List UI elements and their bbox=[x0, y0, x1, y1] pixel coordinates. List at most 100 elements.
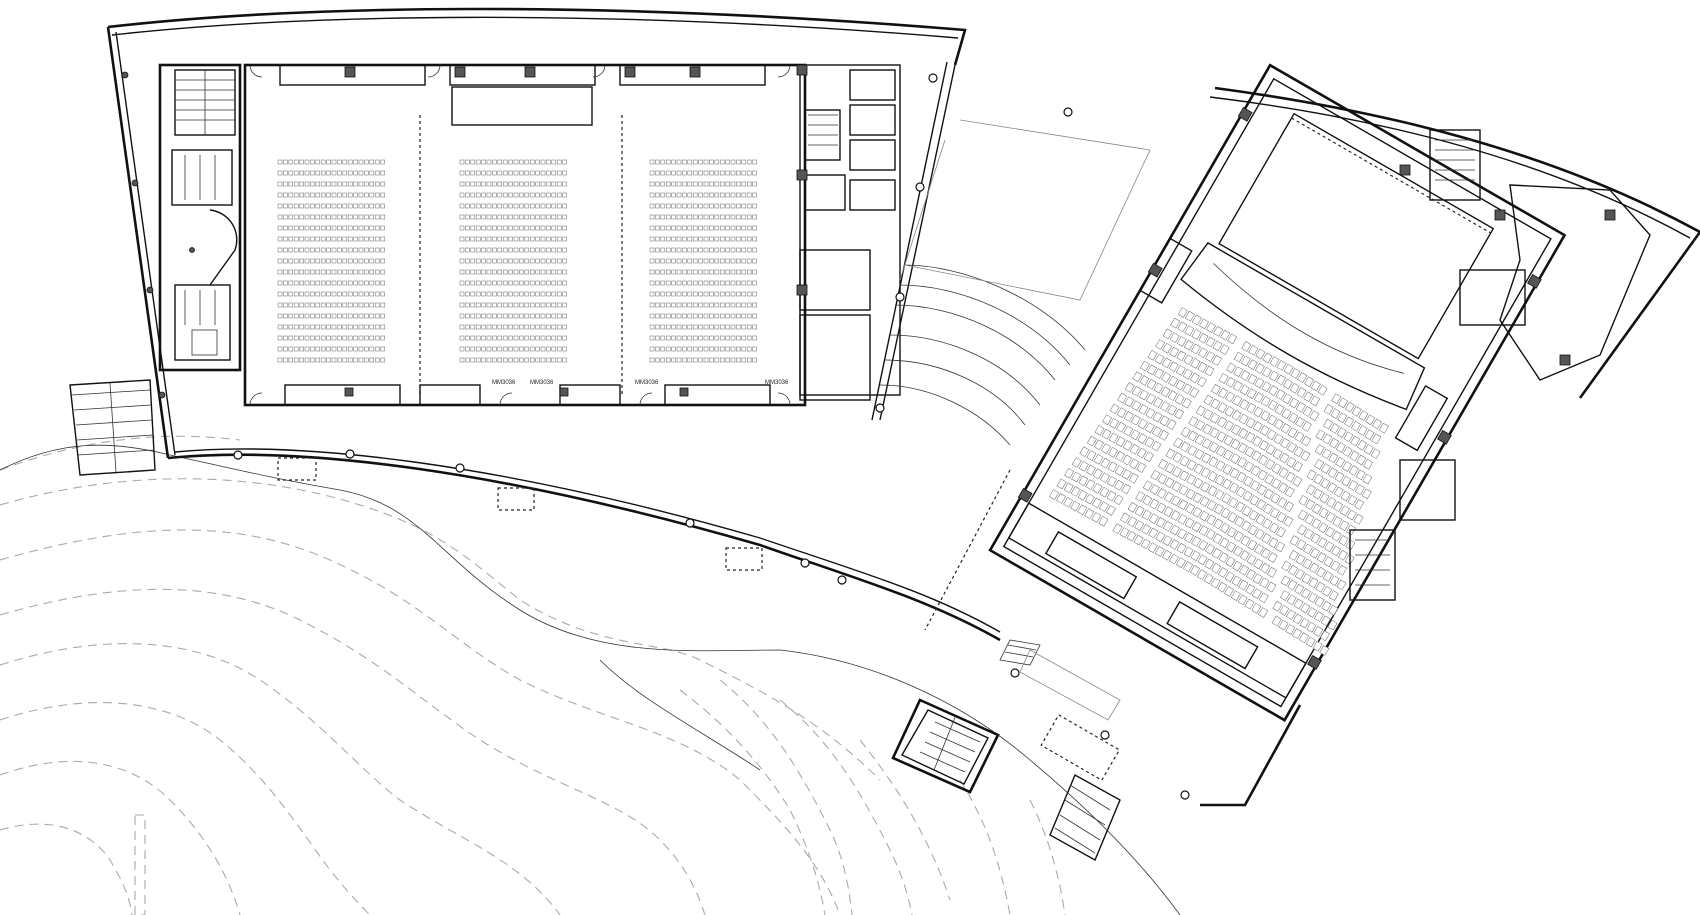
auditorium-seat bbox=[1310, 395, 1321, 407]
seat bbox=[660, 346, 666, 352]
auditorium-seat bbox=[1201, 452, 1212, 464]
auditorium-seat bbox=[1238, 428, 1249, 439]
seat bbox=[304, 258, 310, 264]
auditorium-seat bbox=[1198, 332, 1209, 344]
seat bbox=[746, 214, 752, 220]
seat bbox=[519, 258, 524, 264]
seat bbox=[315, 357, 321, 363]
seat bbox=[682, 324, 687, 330]
seat bbox=[310, 181, 315, 187]
seat bbox=[698, 346, 703, 352]
seat bbox=[736, 236, 741, 242]
seat bbox=[655, 225, 660, 231]
auditorium-seat bbox=[1119, 527, 1130, 538]
auditorium-seat bbox=[1347, 494, 1358, 506]
auditorium-seat bbox=[1157, 473, 1168, 485]
auditorium-seat bbox=[1195, 405, 1206, 417]
seat bbox=[535, 192, 540, 198]
seat bbox=[481, 335, 486, 341]
auditorium-seat bbox=[1155, 531, 1166, 543]
auditorium-seat bbox=[1201, 438, 1212, 449]
auditorium-seat bbox=[1338, 535, 1349, 546]
seat bbox=[304, 280, 310, 286]
seat bbox=[746, 357, 752, 363]
auditorium-seat bbox=[1219, 537, 1230, 549]
auditorium-seat bbox=[1079, 446, 1090, 458]
auditorium-seat bbox=[1314, 596, 1325, 608]
auditorium-seat bbox=[1176, 350, 1187, 362]
seat bbox=[374, 181, 380, 187]
seat bbox=[293, 346, 299, 352]
seat bbox=[364, 291, 369, 297]
auditorium-seat bbox=[1092, 483, 1103, 494]
auditorium-seat bbox=[1220, 522, 1230, 534]
seat bbox=[492, 335, 497, 341]
seat bbox=[374, 280, 380, 286]
seat bbox=[331, 236, 337, 242]
seat bbox=[655, 258, 660, 264]
auditorium-seat bbox=[1298, 495, 1309, 506]
auditorium-seat bbox=[1321, 448, 1332, 460]
seat bbox=[546, 357, 551, 363]
seat bbox=[546, 346, 551, 352]
seat bbox=[508, 269, 513, 275]
seat bbox=[310, 236, 315, 242]
seat bbox=[293, 214, 299, 220]
auditorium-seat bbox=[1246, 554, 1257, 565]
auditorium-seat bbox=[1126, 530, 1137, 542]
seat bbox=[529, 181, 535, 187]
auditorium-seat bbox=[1115, 436, 1126, 447]
seat bbox=[546, 247, 551, 253]
seat bbox=[719, 181, 725, 187]
seat bbox=[497, 291, 503, 297]
seat bbox=[736, 324, 741, 330]
auditorium-seat bbox=[1100, 457, 1111, 469]
seat bbox=[353, 192, 358, 198]
seat bbox=[374, 203, 380, 209]
auditorium-seat bbox=[1137, 418, 1148, 430]
seat bbox=[486, 203, 492, 209]
seat bbox=[649, 236, 655, 242]
seat bbox=[337, 324, 342, 330]
auditorium-seat bbox=[1276, 360, 1287, 371]
seat bbox=[551, 357, 557, 363]
auditorium-seat bbox=[1357, 439, 1367, 451]
auditorium-seat bbox=[1226, 362, 1237, 374]
seat bbox=[730, 302, 736, 308]
seat bbox=[692, 302, 698, 308]
seat bbox=[546, 269, 551, 275]
seat bbox=[736, 247, 741, 253]
seat bbox=[665, 214, 671, 220]
auditorium-seat bbox=[1218, 373, 1229, 384]
seat bbox=[502, 324, 508, 330]
west-building-envelope bbox=[106, 7, 1001, 642]
seat bbox=[725, 335, 730, 341]
seat bbox=[347, 247, 353, 253]
auditorium-seat bbox=[1196, 376, 1207, 388]
seat bbox=[535, 236, 540, 242]
auditorium-seat bbox=[1319, 492, 1330, 504]
seat bbox=[347, 225, 353, 231]
auditorium-seat bbox=[1239, 550, 1250, 561]
seat bbox=[513, 258, 519, 264]
seat bbox=[671, 258, 676, 264]
seat bbox=[293, 159, 299, 165]
seat bbox=[331, 258, 337, 264]
seat bbox=[331, 181, 337, 187]
seat bbox=[660, 357, 666, 363]
seat bbox=[277, 236, 283, 242]
seat bbox=[676, 269, 682, 275]
west-block-east-rooms bbox=[796, 64, 901, 401]
seat bbox=[508, 214, 513, 220]
seat bbox=[719, 357, 725, 363]
auditorium-seat bbox=[1289, 382, 1300, 394]
auditorium-seat bbox=[1328, 604, 1339, 616]
auditorium-seat bbox=[1320, 478, 1331, 489]
auditorium-seat bbox=[1248, 344, 1259, 356]
seat bbox=[475, 324, 481, 330]
seat bbox=[649, 247, 655, 253]
seat bbox=[692, 335, 698, 341]
seat bbox=[358, 225, 364, 231]
seat bbox=[353, 247, 358, 253]
auditorium-seat bbox=[1211, 548, 1222, 559]
